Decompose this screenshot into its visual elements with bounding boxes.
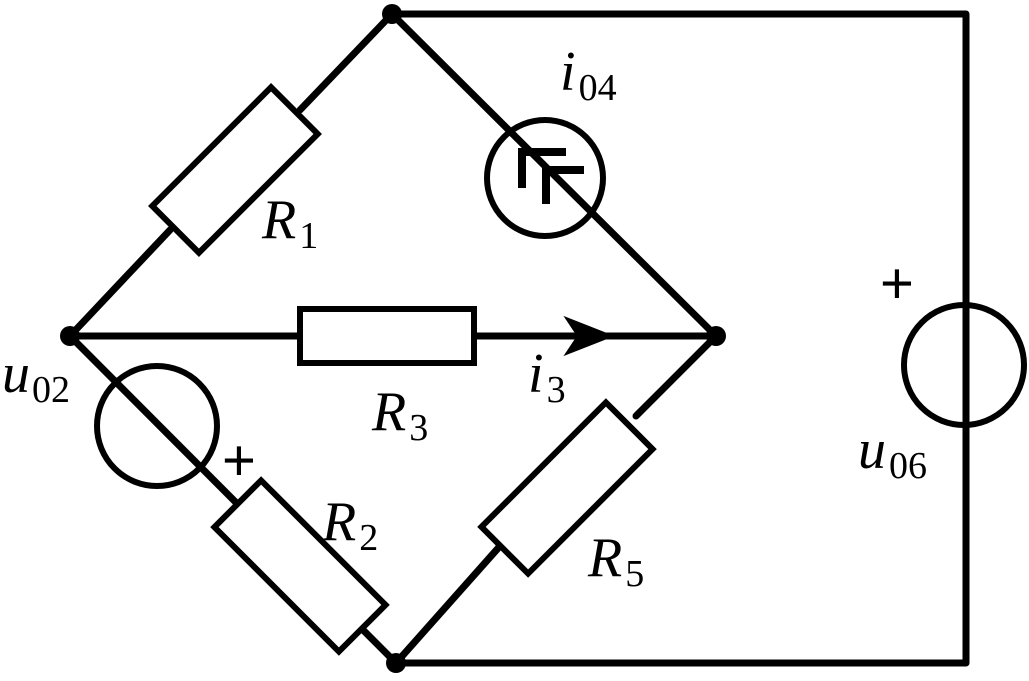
wire-top-right	[388, 10, 970, 667]
current-source-i04-circle	[484, 117, 606, 239]
node-left	[60, 326, 80, 346]
current-source-i04	[484, 117, 606, 239]
resistor-r3	[297, 306, 477, 366]
polarity-plus-u06: +	[880, 251, 914, 316]
wire-r5-upper	[632, 332, 720, 420]
voltage-source-u02-circle	[94, 363, 220, 489]
node-bottom	[386, 653, 406, 673]
label-r2: R2	[321, 491, 378, 559]
label-r1: R1	[261, 189, 318, 257]
voltage-source-u06	[901, 302, 1027, 428]
resistor-r1	[148, 83, 322, 257]
label-u06: u06	[858, 419, 927, 487]
resistor-r5	[477, 398, 657, 578]
node-top	[382, 4, 402, 24]
node-right	[706, 326, 726, 346]
label-r3: R3	[371, 381, 428, 449]
current-arrow-i3	[563, 315, 615, 357]
resistor-r2-body	[210, 476, 390, 656]
resistor-r3-body	[297, 306, 477, 366]
resistor-r5-body	[477, 398, 657, 578]
polarity-plus-u02: +	[222, 428, 256, 493]
voltage-source-u06-circle	[901, 302, 1027, 428]
wire-i04-branch	[388, 10, 720, 340]
wire-r1-lower	[66, 226, 174, 340]
voltage-source-u02	[94, 363, 220, 489]
label-r5: R5	[587, 527, 644, 595]
label-i04: i04	[560, 41, 617, 109]
label-i3: i3	[528, 343, 566, 411]
label-u02: u02	[2, 343, 70, 411]
resistor-r2	[210, 476, 390, 656]
resistor-r1-body	[148, 83, 322, 257]
current-source-i04-arrow-icon	[518, 148, 584, 204]
wire-r1-upper	[296, 10, 396, 114]
nodes	[60, 4, 726, 673]
wire-r5-lower	[392, 542, 504, 667]
